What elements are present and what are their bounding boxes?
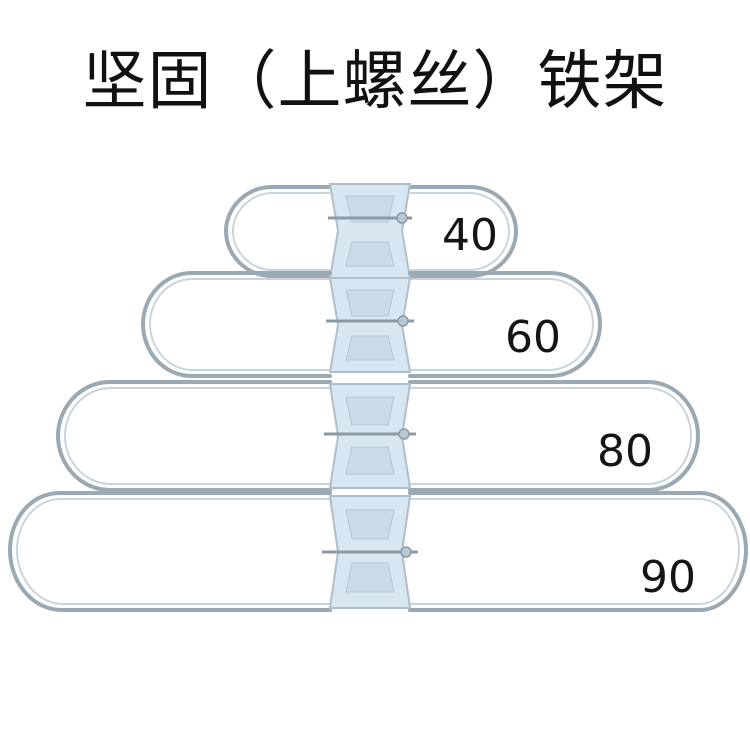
mop-frame-60 [140, 271, 603, 378]
wire-loop [7, 491, 749, 612]
plate-emboss-bottom [345, 562, 395, 593]
plate-emboss-top [345, 289, 395, 317]
size-label-80: 80 [597, 426, 653, 477]
size-label-60: 60 [505, 312, 561, 363]
size-label-90: 90 [640, 552, 696, 603]
product-title: 坚固（上螺丝）铁架 [82, 45, 668, 119]
screw-icon [400, 546, 412, 558]
wire-loop-inner [231, 192, 511, 271]
plate-emboss-bottom [345, 335, 395, 361]
wire-loop-inner [15, 498, 741, 605]
screw-icon [398, 428, 410, 440]
plate-emboss-bottom [345, 446, 395, 475]
plate-emboss-top [345, 195, 395, 223]
screw-icon [397, 315, 409, 327]
mop-frame-40 [223, 183, 519, 279]
plate-emboss-top [345, 509, 395, 540]
plate-emboss-top [345, 396, 395, 426]
wire-loop-inner [148, 278, 595, 371]
screw-icon [396, 212, 408, 224]
size-label-40: 40 [442, 210, 498, 261]
wire-loop [55, 380, 701, 492]
plate-emboss-bottom [345, 241, 395, 267]
wire-loop-inner [63, 387, 693, 485]
mop-frame-80 [55, 380, 701, 492]
mop-frame-90 [7, 491, 749, 612]
wire-loop [140, 271, 603, 378]
